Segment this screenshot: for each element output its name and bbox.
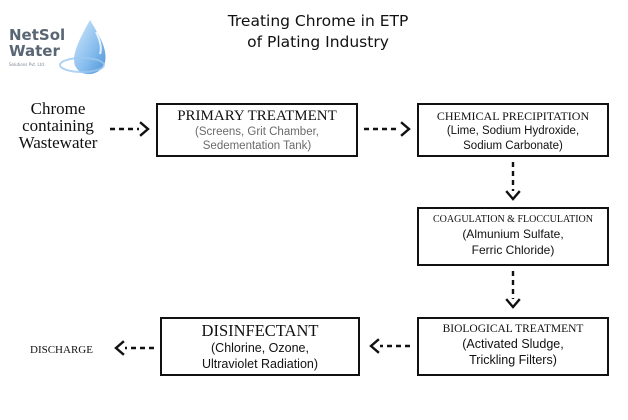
node-coagulation-flocculation: COAGULATION & FLOCCULATION (Almunium Sul… [417, 207, 609, 266]
diagram-title-line-1: Treating Chrome in ETP [227, 12, 409, 30]
node-biological-line-1: (Activated Sludge, [462, 337, 564, 351]
node-coagulation-line-1: (Almunium Sulfate, [462, 227, 564, 241]
node-chemical-precipitation: CHEMICAL PRECIPITATION (Lime, Sodium Hyd… [417, 103, 609, 157]
source-line-1: Chrome [30, 99, 86, 118]
node-biological-treatment: BIOLOGICAL TREATMENT (Activated Sludge, … [417, 317, 609, 376]
node-primary-line-2: Sedementation Tank) [202, 140, 312, 152]
arrowhead-coagulation [505, 190, 521, 201]
node-coagulation-line-2: Ferric Chloride) [471, 243, 555, 257]
water-drop-icon [59, 20, 106, 75]
node-primary-treatment: PRIMARY TREATMENT (Screens, Grit Chamber… [156, 103, 358, 157]
source-chrome-wastewater: Chrome containing Wastewater [8, 100, 108, 151]
arrowhead-biological [505, 298, 521, 309]
arrowhead-chemical [400, 121, 411, 137]
logo-text-netsol: NetSol [9, 26, 66, 44]
node-primary-line-1: (Screens, Grit Chamber, [195, 126, 319, 138]
arrowhead-disinfectant [369, 338, 380, 354]
node-coagulation-heading: COAGULATION & FLOCCULATION [433, 214, 593, 225]
node-primary-heading: PRIMARY TREATMENT [177, 108, 337, 124]
node-disinfectant-line-1: (Chlorine, Ozone, [211, 341, 309, 355]
logo-tagline: Solutions Pvt. Ltd. [9, 62, 46, 67]
node-chemical-line-1: (Lime, Sodium Hydroxide, [446, 125, 580, 137]
diagram-title-line-2: of Plating Industry [247, 33, 389, 51]
node-chemical-heading: CHEMICAL PRECIPITATION [436, 109, 590, 123]
source-line-2: containing [22, 116, 94, 135]
sink-discharge: DISCHARGE [30, 344, 93, 356]
logo-text-water: Water [9, 42, 60, 60]
node-disinfectant: DISINFECTANT (Chlorine, Ozone, Ultraviol… [160, 317, 360, 376]
node-chemical-line-2: Sodium Carbonate) [463, 140, 563, 152]
arrowhead-discharge [114, 340, 125, 356]
node-biological-heading: BIOLOGICAL TREATMENT [442, 323, 584, 335]
arrowhead-primary [139, 121, 150, 137]
node-disinfectant-line-2: Ultraviolet Radiation) [201, 357, 319, 371]
node-disinfectant-heading: DISINFECTANT [201, 321, 319, 340]
source-line-3: Wastewater [18, 133, 98, 152]
node-biological-line-2: Trickling Filters) [469, 353, 557, 367]
